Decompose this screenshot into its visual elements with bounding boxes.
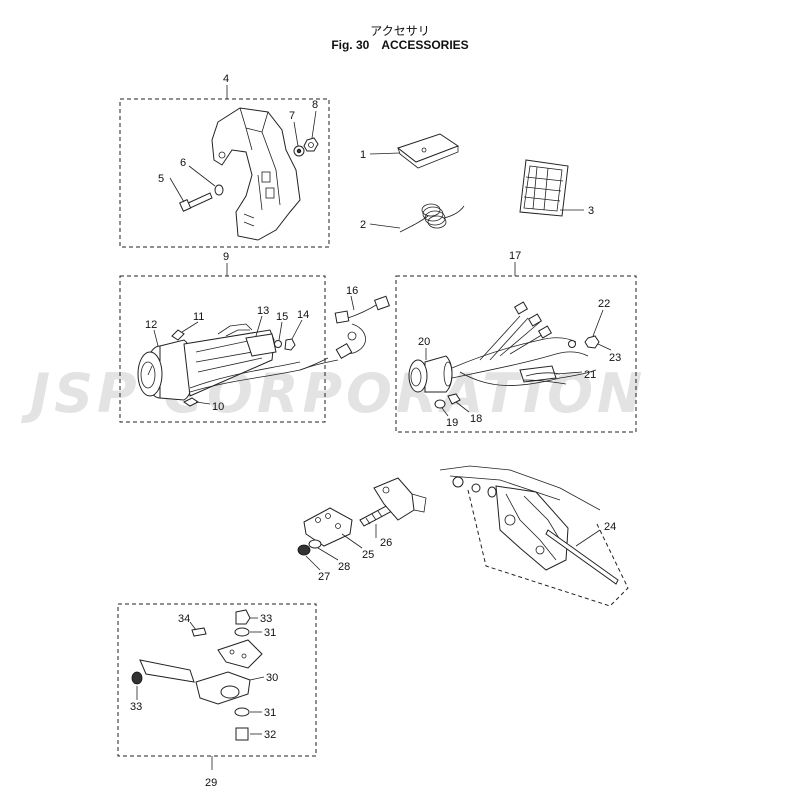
figure-name: ACCESSORIES: [381, 38, 469, 52]
callout-1: 1: [360, 149, 366, 161]
callout-31-top: 31: [264, 627, 276, 639]
callout-17: 17: [509, 250, 521, 262]
part-11: [171, 329, 185, 341]
callout-5: 5: [158, 173, 164, 185]
nut-8: [303, 137, 319, 152]
callout-labels: 4 7 8 6 5 1 2 3 9 17 16 11 12 13 15 14 1…: [130, 73, 621, 789]
washer-23: [568, 340, 576, 348]
clamp-bracket-24: [495, 485, 569, 571]
callout-19: 19: [446, 417, 458, 429]
callout-24: 24: [604, 521, 616, 533]
group-9-gauge-assembly: [119, 263, 329, 423]
nut-22: [584, 335, 600, 349]
figure-title: Fig. 30 ACCESSORIES: [0, 38, 800, 52]
callout-31-bottom: 31: [264, 707, 276, 719]
callout-20: 20: [418, 336, 430, 348]
callout-25: 25: [362, 549, 374, 561]
group-4-frame: [119, 98, 330, 248]
part-2-coil: [399, 215, 429, 233]
callout-14: 14: [297, 309, 309, 321]
parts-25-28-bracket: [297, 477, 427, 571]
callout-9: 9: [223, 251, 229, 263]
callout-10: 10: [212, 401, 224, 413]
callout-3: 3: [588, 205, 594, 217]
plate-25: [303, 507, 353, 547]
part-3-label-plate: [519, 159, 569, 217]
washer-15: [274, 340, 282, 348]
part-18: [447, 393, 461, 405]
callout-26: 26: [380, 537, 392, 549]
group-4-bracket-assembly: [119, 85, 330, 248]
figure-number: Fig. 30: [331, 38, 370, 52]
callout-6: 6: [180, 157, 186, 169]
callout-4: 4: [223, 73, 229, 85]
washer-6: [214, 184, 224, 196]
callout-15: 15: [276, 311, 288, 323]
callout-21: 21: [584, 369, 596, 381]
callout-2: 2: [360, 219, 366, 231]
callout-34: 34: [178, 613, 190, 625]
washer-31-top: [234, 627, 250, 637]
callout-8: 8: [312, 99, 318, 111]
loose-parts-1-2-3: [369, 133, 584, 233]
callout-16: 16: [346, 285, 358, 297]
group-29-frame: [117, 603, 317, 757]
nut-33-top: [235, 609, 251, 625]
rod-arm: [139, 659, 195, 683]
group-17-frame: [395, 275, 637, 433]
callout-11: 11: [193, 311, 204, 323]
part-1-pad: [396, 133, 460, 163]
gauge-20-body: [424, 355, 453, 393]
transom-assembly-24: [439, 465, 629, 607]
callout-32: 32: [264, 729, 276, 741]
nut-14: [284, 338, 296, 351]
wire-harness-16: [299, 295, 390, 371]
group-17-gauge-assembly: [395, 262, 637, 433]
rod-24: [545, 529, 619, 585]
callout-33-top: 33: [260, 613, 272, 625]
washer-19: [434, 399, 446, 409]
nut-27: [297, 544, 311, 556]
callout-22: 22: [598, 298, 610, 310]
bolt-32: [235, 727, 249, 741]
callout-18: 18: [470, 413, 482, 425]
callout-12: 12: [145, 319, 157, 331]
group-29-arm-assembly: [117, 603, 317, 770]
bracket-part: [211, 107, 301, 241]
washer-31-bottom: [234, 707, 250, 717]
callout-28: 28: [338, 561, 350, 573]
callout-29: 29: [205, 777, 217, 789]
plate-13: [245, 333, 277, 357]
callout-30: 30: [266, 672, 278, 684]
plate-30: [217, 639, 263, 669]
callout-27: 27: [318, 571, 330, 583]
plate-21: [519, 365, 557, 383]
callout-7: 7: [289, 110, 295, 122]
bolt-34: [191, 627, 207, 637]
callout-13: 13: [257, 305, 269, 317]
nut-33-left: [131, 671, 143, 685]
callout-33-left: 33: [130, 701, 142, 713]
callout-23: 23: [609, 352, 621, 364]
washer-28: [308, 539, 322, 549]
title-japanese: アクセサリ: [370, 24, 430, 38]
